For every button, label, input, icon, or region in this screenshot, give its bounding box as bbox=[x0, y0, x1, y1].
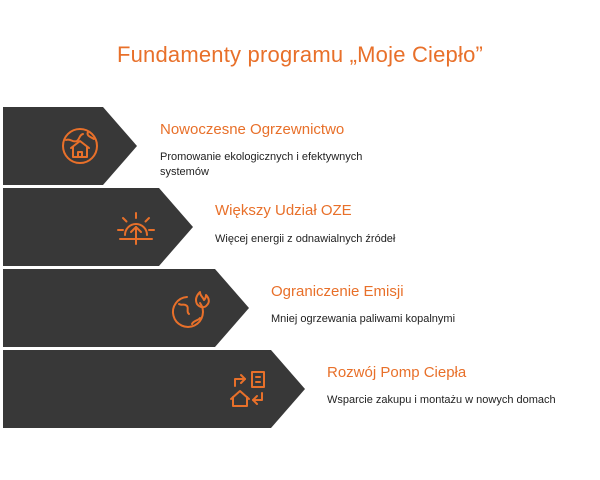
page-title: Fundamenty programu „Moje Ciepło” bbox=[116, 42, 484, 67]
item-description-2: Więcej energii z odnawialnych źródeł bbox=[215, 233, 396, 245]
item-description-1: Promowanie ekologicznych i efektywnych s… bbox=[160, 151, 363, 178]
item-description-4: Wsparcie zakupu i montażu w nowych domac… bbox=[327, 394, 556, 406]
item-description-3: Mniej ogrzewania paliwami kopalnymi bbox=[271, 313, 456, 325]
step-band-3 bbox=[3, 269, 249, 347]
item-heading-1: Nowoczesne Ogrzewnictwo bbox=[160, 121, 345, 138]
item-heading-2: Większy Udział OZE bbox=[215, 202, 352, 219]
step-band-4 bbox=[3, 350, 305, 428]
step-band-2 bbox=[3, 188, 193, 266]
item-heading-4: Rozwój Pomp Ciepła bbox=[327, 364, 467, 381]
globe-house-icon bbox=[58, 124, 102, 168]
sun-arrow-icon bbox=[114, 205, 158, 249]
item-heading-3: Ograniczenie Emisji bbox=[271, 283, 404, 300]
globe-flame-icon bbox=[170, 286, 214, 330]
heat-pump-exchange-icon bbox=[226, 367, 270, 411]
